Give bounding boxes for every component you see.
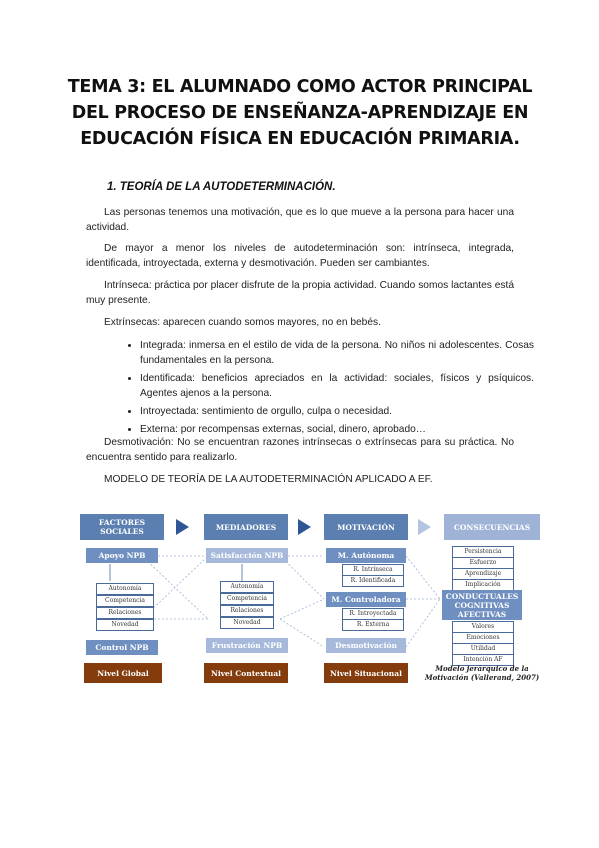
level-global: Nivel Global bbox=[84, 663, 162, 683]
paragraph-levels: De mayor a menor los niveles de autodete… bbox=[86, 243, 514, 269]
box-apoyo-npb: Apoyo NPB bbox=[86, 548, 158, 563]
paragraph-demotivation: Desmotivación: No se encuentran razones … bbox=[86, 437, 514, 463]
list-item: Identificada: beneficios apreciados en l… bbox=[140, 371, 534, 401]
list-item: R. Identificada bbox=[342, 575, 404, 587]
list-item: Integrada: inmersa en el estilo de vida … bbox=[140, 338, 534, 368]
box-desmotivacion: Desmotivación bbox=[326, 638, 406, 653]
header-consecuencias: CONSECUENCIAS bbox=[444, 514, 540, 540]
box-frustracion-npb: Frustración NPB bbox=[206, 638, 288, 653]
self-determination-diagram: FACTORES SOCIALES MEDIADORES MOTIVACIÓN … bbox=[80, 508, 540, 698]
level-contextual: Nivel Contextual bbox=[204, 663, 288, 683]
box-consecuencias-central: CONDUCTUALES COGNITIVAS AFECTIVAS bbox=[442, 590, 522, 620]
paragraph-motivation: Las personas tenemos una motivación, que… bbox=[86, 207, 514, 233]
document-title: TEMA 3: EL ALUMNADO COMO ACTOR PRINCIPAL… bbox=[67, 77, 533, 149]
arrow-right-icon bbox=[176, 519, 189, 535]
paragraph-model-title: MODELO DE TEORÍA DE LA AUTODETERMINACIÓN… bbox=[104, 474, 433, 485]
paragraph-intrinsic: Intrínseca: práctica por placer disfrute… bbox=[86, 280, 514, 306]
level-situacional: Nivel Situacional bbox=[324, 663, 408, 683]
box-m-autonoma: M. Autónoma bbox=[326, 548, 406, 563]
arrow-right-icon bbox=[298, 519, 311, 535]
section-heading: 1. TEORÍA DE LA AUTODETERMINACIÓN. bbox=[107, 181, 336, 193]
list-item: Autonomía bbox=[220, 581, 274, 593]
list-item: Novedad bbox=[220, 617, 274, 629]
list-item: Competencia bbox=[220, 593, 274, 605]
diagram-connectors bbox=[109, 555, 441, 648]
list-item: Competencia bbox=[96, 595, 154, 607]
list-item: R. Externa bbox=[342, 619, 404, 631]
list-item: Relaciones bbox=[220, 605, 274, 617]
extrinsic-types-list: Integrada: inmersa en el estilo de vida … bbox=[120, 338, 534, 440]
header-mediadores: MEDIADORES bbox=[204, 514, 288, 540]
list-item: Externa: por recompensas externas, socia… bbox=[140, 422, 534, 437]
header-factores-sociales: FACTORES SOCIALES bbox=[80, 514, 164, 540]
box-satisfaccion-npb: Satisfacción NPB bbox=[206, 548, 288, 563]
arrow-right-icon bbox=[418, 519, 431, 535]
diagram-caption: Modelo jerárquico de la Motivación (Vall… bbox=[424, 664, 540, 682]
list-item: Intención AF bbox=[452, 654, 514, 666]
paragraph-extrinsic: Extrínsecas: aparecen cuando somos mayor… bbox=[104, 317, 381, 328]
box-m-controladora: M. Controladora bbox=[326, 592, 406, 607]
list-item: Novedad bbox=[96, 619, 154, 631]
box-control-npb: Control NPB bbox=[86, 640, 158, 655]
list-item: Relaciones bbox=[96, 607, 154, 619]
list-item: Introyectada: sentimiento de orgullo, cu… bbox=[140, 404, 534, 419]
list-item: Autonomía bbox=[96, 583, 154, 595]
header-motivacion: MOTIVACIÓN bbox=[324, 514, 408, 540]
